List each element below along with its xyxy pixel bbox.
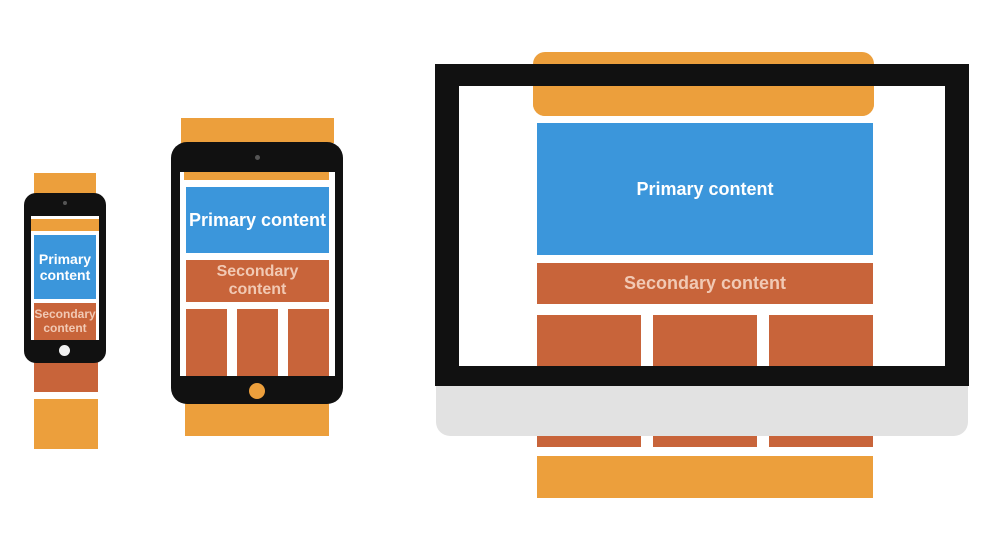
phone-screen: Primary content Secondary content: [31, 216, 99, 340]
desktop-tile-1-bottom: [537, 436, 641, 447]
monitor-bezel-right: [945, 64, 969, 386]
tablet-screen-header: [184, 172, 329, 180]
phone-footer-block: [34, 399, 98, 449]
phone-secondary-content: Secondary content: [34, 303, 96, 340]
phone-screen-header: [31, 219, 99, 231]
phone-home-button-icon: [59, 345, 70, 356]
desktop-tile-3: [769, 315, 873, 366]
phone-tile-row: [34, 362, 98, 392]
phone-camera-icon: [63, 201, 67, 205]
desktop-tile-2-bottom: [653, 436, 757, 447]
tablet-home-button-icon: [249, 383, 265, 399]
tablet-screen: Primary content Secondary content: [180, 172, 335, 376]
tablet-header-block: [181, 118, 334, 143]
desktop-tile-3-bottom: [769, 436, 873, 447]
desktop-tile-1: [537, 315, 641, 366]
desktop-tile-2: [653, 315, 757, 366]
monitor-bezel-left: [435, 64, 459, 386]
monitor-chin: [436, 376, 968, 436]
tablet-tile-3: [288, 309, 329, 376]
tablet-primary-content: Primary content: [186, 187, 329, 253]
tablet-footer-block: [185, 402, 329, 436]
tablet-camera-icon: [255, 155, 260, 160]
monitor-bezel-bottom: [435, 366, 969, 386]
desktop-footer-block: [537, 456, 873, 498]
tablet-tile-1: [186, 309, 227, 376]
tablet-tile-2: [237, 309, 278, 376]
desktop-primary-content: Primary content: [537, 123, 873, 255]
tablet-secondary-content: Secondary content: [186, 260, 329, 302]
desktop-secondary-content: Secondary content: [537, 263, 873, 304]
phone-header-block: [34, 173, 96, 195]
desktop-screen-header: [533, 86, 874, 116]
monitor-bezel-top: [435, 64, 969, 86]
phone-primary-content: Primary content: [34, 235, 96, 299]
